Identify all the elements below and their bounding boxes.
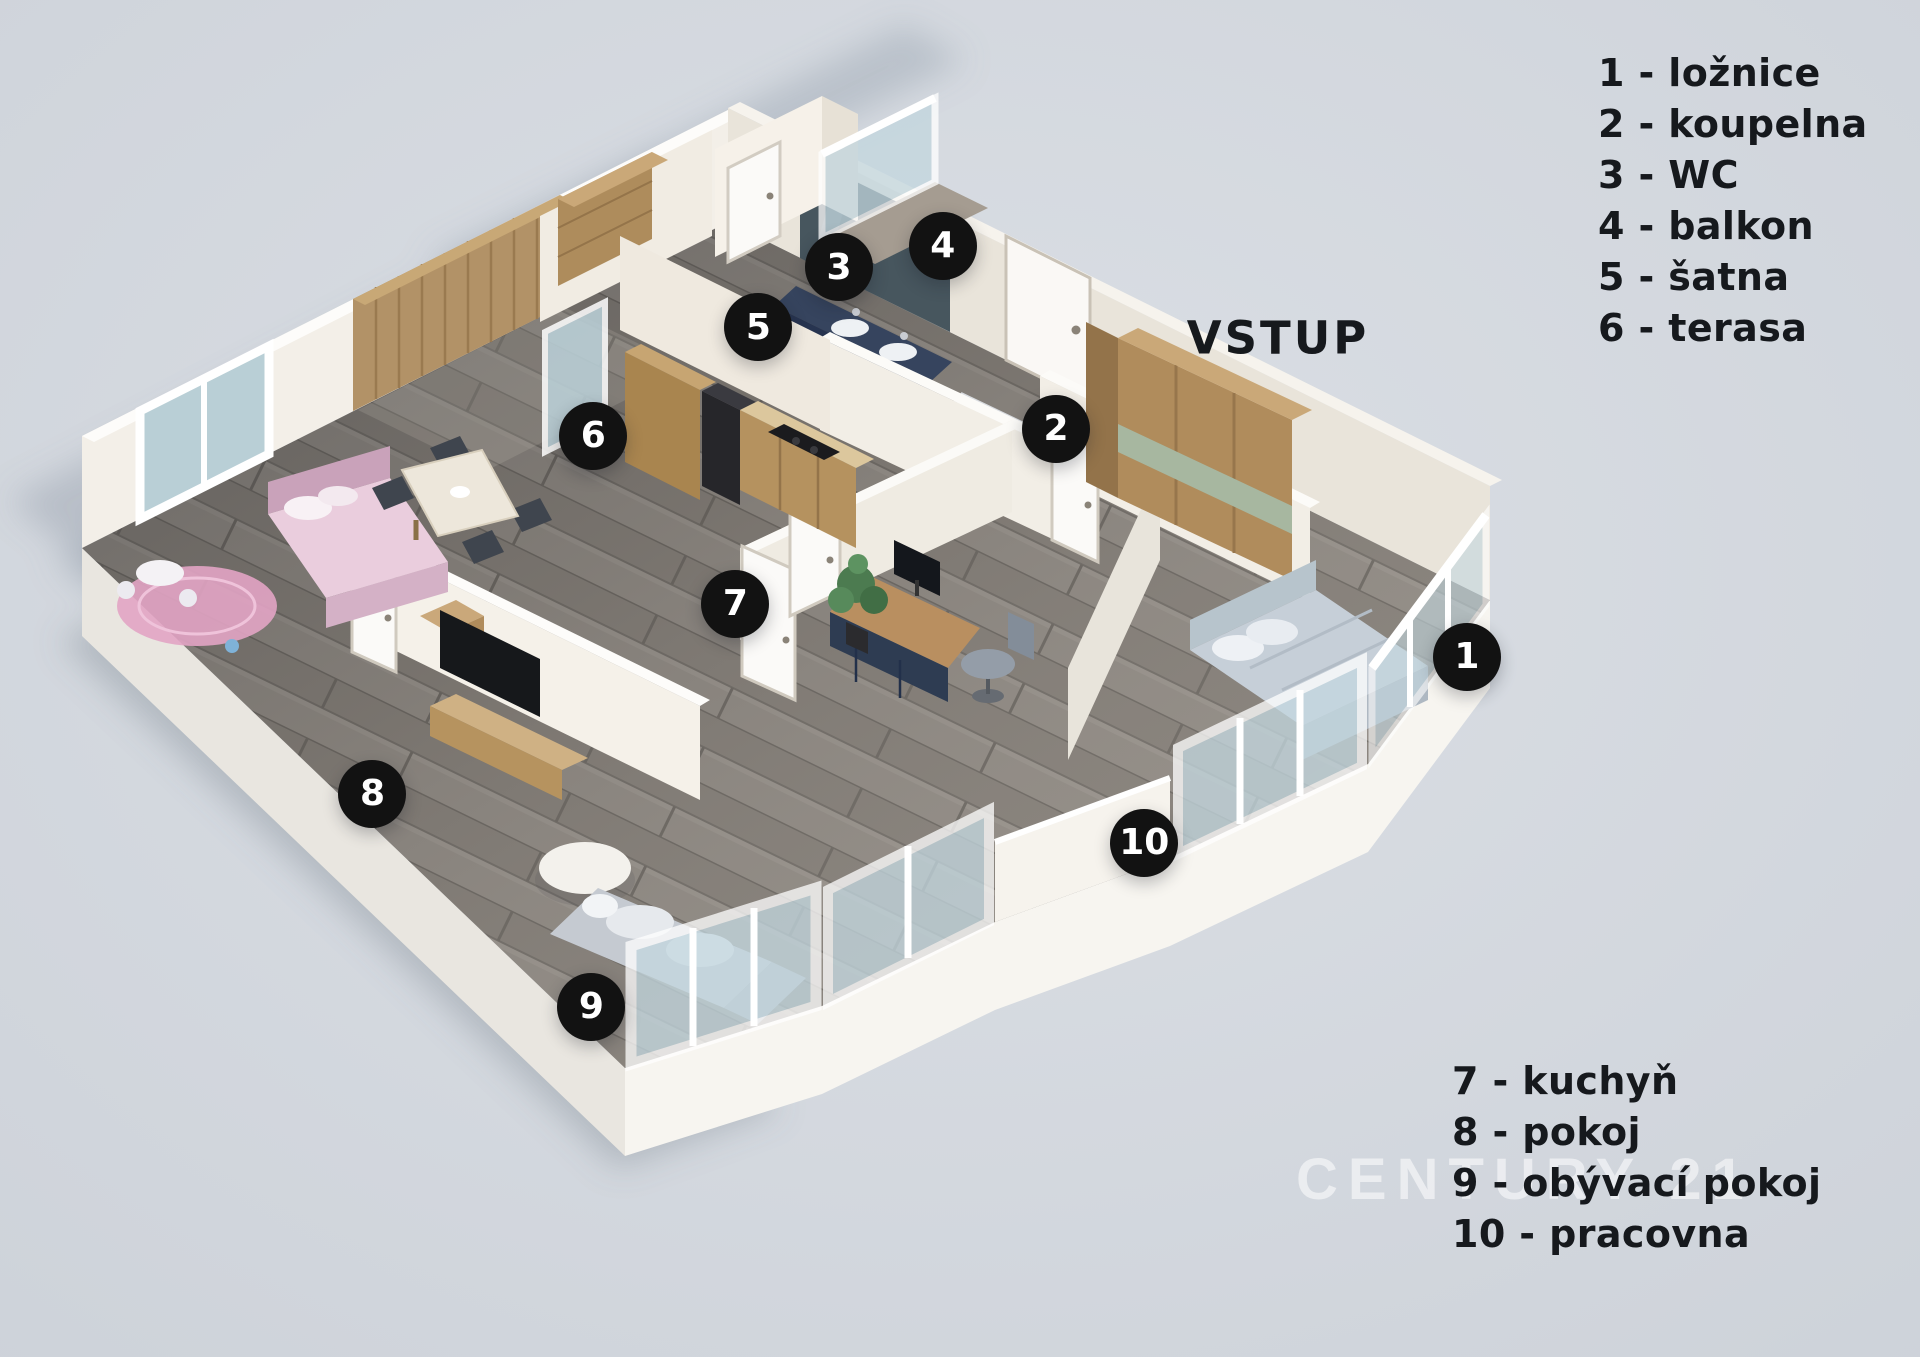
legend-top-item-4: 4 - balkon: [1598, 204, 1814, 248]
room-marker-10: 10: [1110, 808, 1179, 877]
windows-office: [1173, 652, 1367, 862]
fridge: [702, 391, 740, 505]
play-table: [136, 560, 184, 586]
room-marker-4: 4: [908, 211, 977, 280]
monitor: [894, 540, 940, 596]
tv: [440, 610, 540, 717]
tv-cabinet: [430, 694, 588, 770]
desk-chair: [961, 612, 1034, 703]
windows-living-large: [625, 880, 822, 1072]
windows-living-small: [823, 801, 994, 1011]
room-marker-5: 5: [724, 293, 793, 362]
legend-top-item-3: 3 - WC: [1598, 153, 1739, 197]
dining-set: [372, 436, 552, 564]
cooktop: [768, 424, 840, 460]
kids-room-furniture: [117, 446, 484, 662]
legend-bottom-item-9: 9 - obývací pokoj: [1452, 1161, 1822, 1205]
legend-top-item-6: 6 - terasa: [1598, 306, 1808, 350]
terrace-wood-wall: [353, 195, 572, 411]
wc-room: [715, 96, 858, 265]
room-marker-9: 9: [557, 972, 626, 1041]
entrance-label: VSTUP: [1186, 311, 1370, 365]
room-marker-8: 8: [338, 759, 407, 828]
room-marker-2: 2: [1022, 394, 1090, 463]
tv-unit: [430, 610, 588, 800]
window-kids-room: [135, 338, 274, 527]
legend-bottom-item-8: 8 - pokoj: [1452, 1110, 1641, 1154]
legend-top-item-5: 5 - šatna: [1598, 255, 1790, 299]
kids-bed: [268, 446, 448, 628]
office-furniture: [828, 540, 1034, 703]
room-marker-1: 1: [1432, 622, 1501, 691]
legend-bottom-item-10: 10 - pracovna: [1452, 1212, 1750, 1256]
legend-bottom: 7 - kuchyň 8 - pokoj 9 - obývací pokoj 10 -…: [1452, 1056, 1821, 1260]
legend-top-item-1: 1 - ložnice: [1598, 51, 1821, 95]
legend-top: 1 - ložnice 2 - koupelna 3 - WC 4 - balkon 5…: [1598, 48, 1868, 354]
plinth: [82, 548, 1490, 1156]
closet-room: [540, 130, 712, 322]
watermark: CENTURY 21: [1296, 1147, 1754, 1212]
coffee-table: [539, 842, 631, 894]
legend-top-item-2: 2 - koupelna: [1598, 102, 1868, 146]
plant: [828, 554, 888, 654]
room-marker-6: 6: [559, 401, 628, 470]
wardrobe: [1086, 322, 1312, 580]
room-marker-3: 3: [805, 233, 874, 302]
legend-bottom-item-7: 7 - kuchyň: [1452, 1059, 1679, 1103]
room-marker-7: 7: [701, 569, 770, 638]
balcony-railing: [1368, 504, 1490, 769]
